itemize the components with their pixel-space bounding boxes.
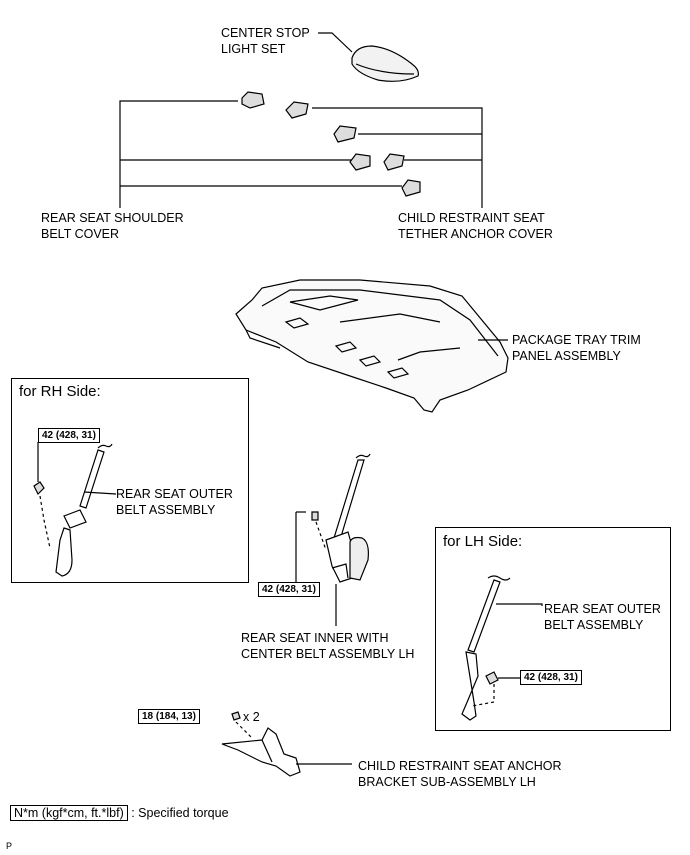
rh-belt-torque: 42 (428, 31) xyxy=(38,428,100,443)
inner-center-belt-drawing xyxy=(295,453,371,626)
rh-side-box xyxy=(11,378,249,583)
shoulder-belt-covers xyxy=(241,91,421,197)
cover-leader-lines xyxy=(119,100,483,208)
rh-outer-belt-drawing xyxy=(33,442,117,577)
inner-center-belt-label: REAR SEAT INNER WITH CENTER BELT ASSEMBL… xyxy=(241,631,415,661)
shoulder-belt-cover-label: REAR SEAT SHOULDER BELT COVER xyxy=(41,211,184,241)
torque-legend: N*m (kgf*cm, ft.*lbf) : Specified torque xyxy=(10,805,229,821)
tether-anchor-cover-label: CHILD RESTRAINT SEAT TETHER ANCHOR COVER xyxy=(398,211,553,241)
lh-outer-belt-drawing xyxy=(461,575,543,721)
bracket-torque: 18 (184, 13) xyxy=(138,709,200,724)
corner-mark: P xyxy=(6,841,13,851)
anchor-bracket-label: CHILD RESTRAINT SEAT ANCHOR BRACKET SUB-… xyxy=(358,759,562,789)
package-tray-drawing xyxy=(235,279,509,413)
lh-outer-belt-label: REAR SEAT OUTER BELT ASSEMBLY xyxy=(544,602,661,632)
tether-anchor-covers xyxy=(285,101,405,171)
center-stop-light-label: CENTER STOP LIGHT SET xyxy=(221,26,310,56)
lh-side-box xyxy=(435,527,671,731)
rh-outer-belt-label: REAR SEAT OUTER BELT ASSEMBLY xyxy=(116,487,233,517)
torque-legend-key: N*m (kgf*cm, ft.*lbf) xyxy=(10,805,128,821)
anchor-bracket-drawing xyxy=(221,711,352,777)
torque-legend-text: : Specified torque xyxy=(131,806,229,820)
center-stop-light-drawing xyxy=(318,32,419,82)
rh-side-title: for RH Side: xyxy=(19,383,101,400)
lh-belt-torque: 42 (428, 31) xyxy=(520,670,582,685)
lh-side-title: for LH Side: xyxy=(443,533,523,550)
inner-belt-torque: 42 (428, 31) xyxy=(258,582,320,597)
package-tray-label: PACKAGE TRAY TRIM PANEL ASSEMBLY xyxy=(512,333,641,363)
bracket-quantity: x 2 xyxy=(243,710,260,724)
